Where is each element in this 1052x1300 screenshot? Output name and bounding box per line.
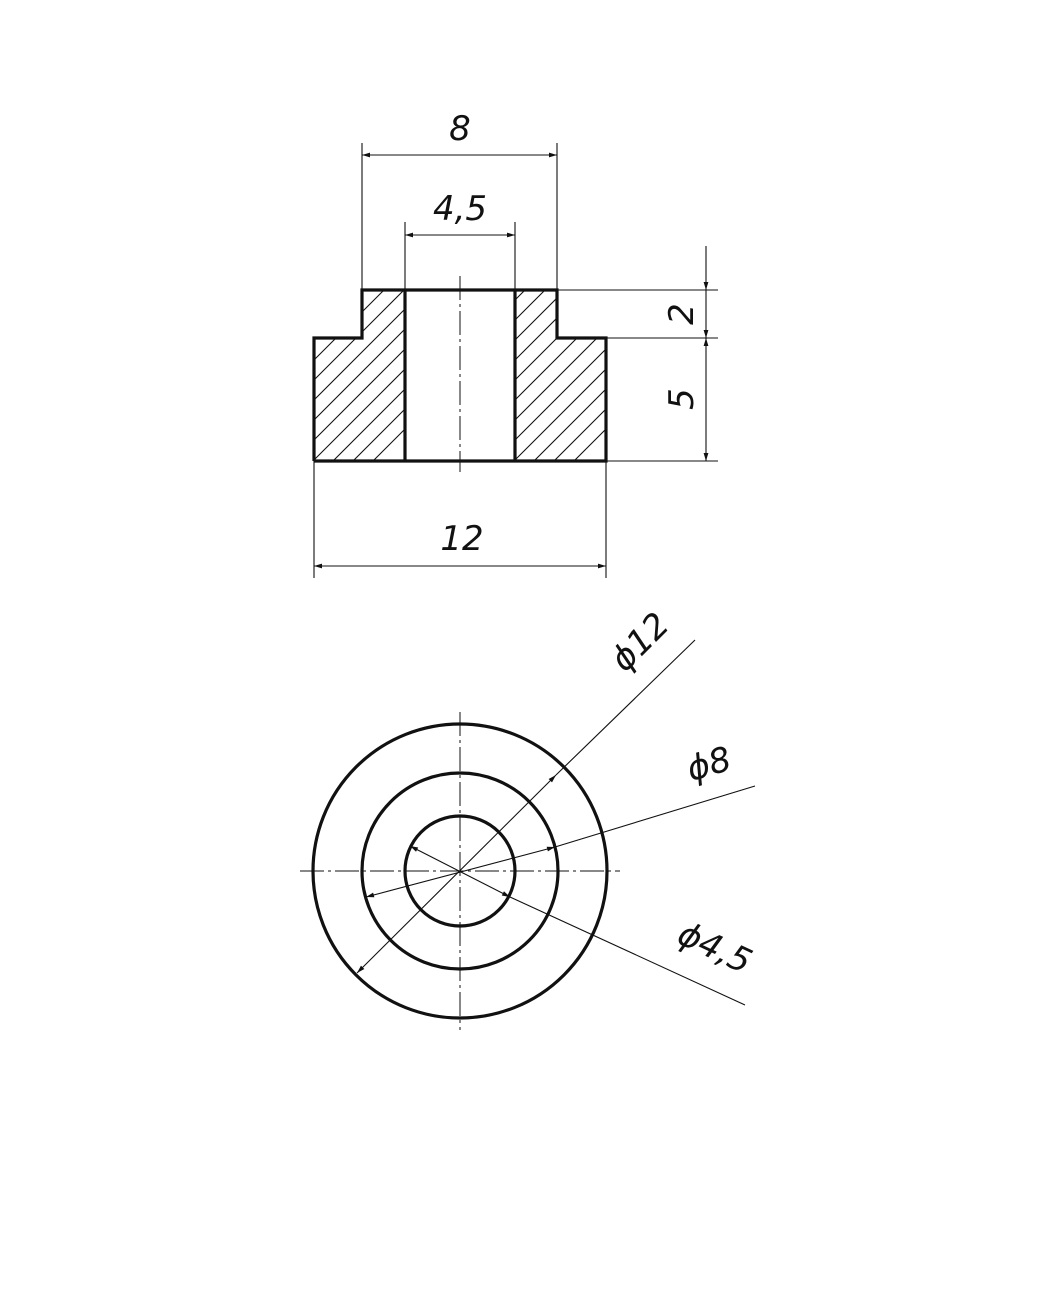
- dim-collar-diameter: ϕ8: [682, 739, 735, 790]
- hatch-right: [515, 290, 606, 461]
- dim-collar-height: 2: [662, 303, 702, 325]
- top-view: ϕ12 ϕ8 ϕ4,5: [300, 605, 758, 1030]
- dim-top-width: 8: [449, 109, 471, 149]
- hatch-left: [314, 290, 405, 461]
- outer-circle: [311, 722, 609, 1020]
- dim-base-width: 12: [440, 519, 483, 559]
- dim-bore-diameter: ϕ4,5: [672, 914, 758, 983]
- section-view: 8 4,5 12 2 5: [312, 109, 718, 578]
- dim-bore-width: 4,5: [433, 189, 487, 229]
- dim-base-height: 5: [662, 388, 702, 410]
- leader-bore-diameter: [409, 845, 511, 898]
